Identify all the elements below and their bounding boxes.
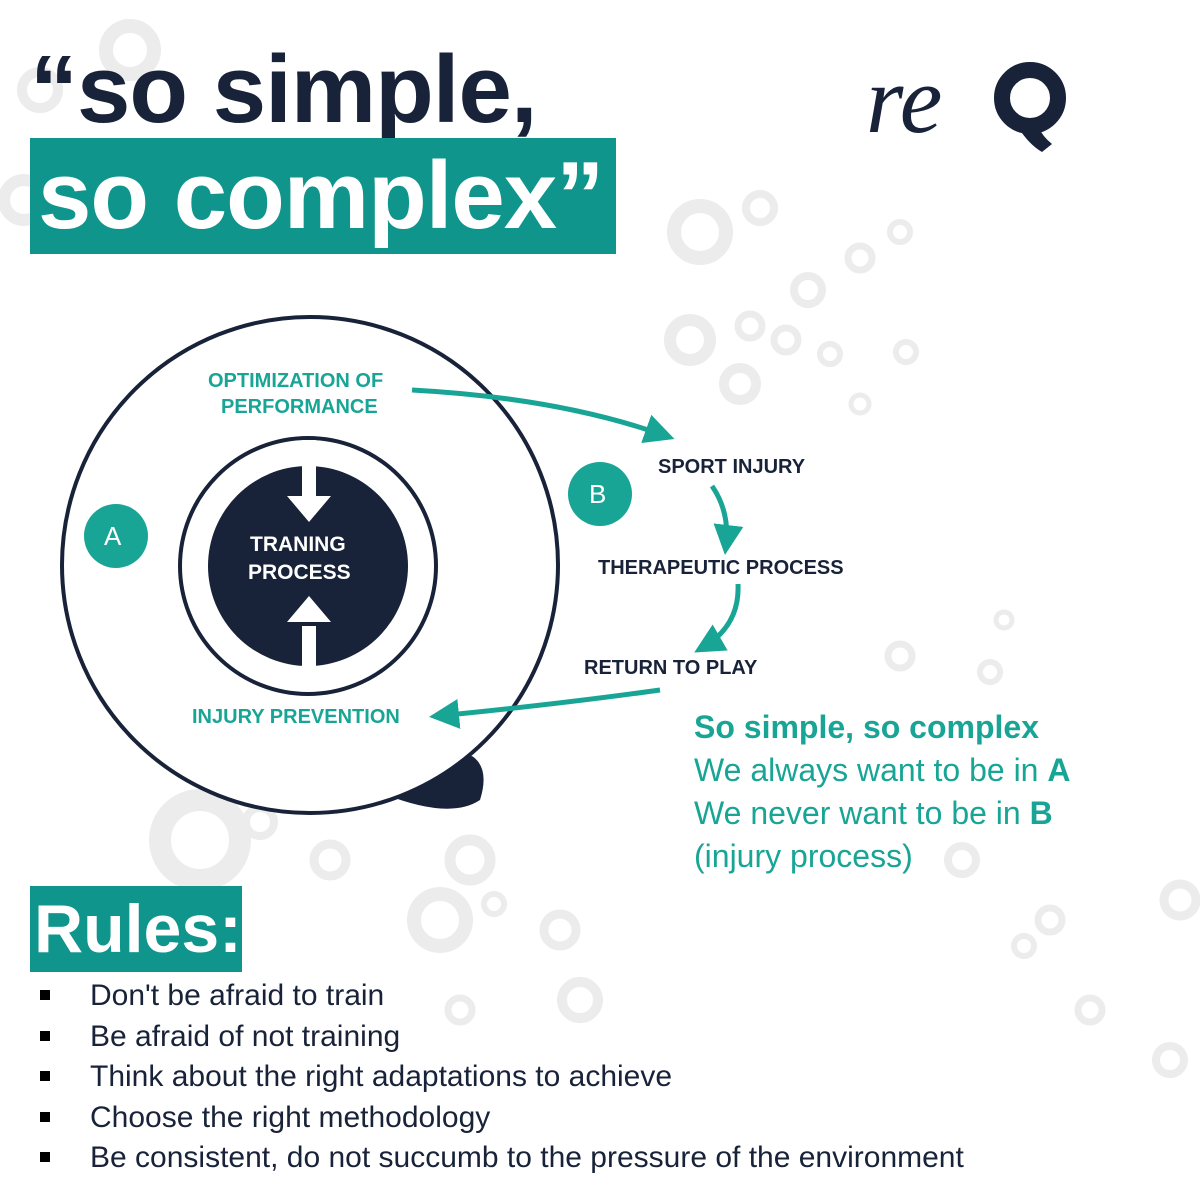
badge-b: B	[589, 479, 607, 509]
rules-list: Don't be afraid to train Be afraid of no…	[40, 976, 964, 1179]
caption-line-2-bold: A	[1047, 752, 1071, 788]
label-optimization-line1: OPTIMIZATION OF	[208, 370, 384, 392]
svg-text:re: re	[866, 48, 942, 153]
bullet-square-icon	[40, 1030, 50, 1041]
bullet-square-icon	[40, 1111, 50, 1122]
rule-text: Don't be afraid to train	[90, 979, 385, 1012]
arrow-to-prevention	[429, 687, 661, 729]
up-arrow-head	[287, 596, 331, 622]
caption-line-3-text: We never want to be in	[694, 795, 1030, 831]
arrow-to-return	[694, 583, 741, 653]
caption-line-2-text: We always want to be in	[694, 752, 1048, 788]
caption-line-2: We always want to be in A	[694, 749, 1070, 792]
bullet-square-icon	[40, 990, 50, 1000]
label-return-to-play: RETURN TO PLAY	[584, 657, 758, 679]
navy-swoosh	[384, 756, 484, 809]
label-injury-prevention: INJURY PREVENTION	[192, 706, 400, 728]
list-item: Think about the right adaptations to ach…	[40, 1057, 964, 1098]
rules-title: Rules:	[30, 886, 242, 972]
badge-b-circle	[568, 462, 632, 526]
caption-line-3-bold: B	[1029, 795, 1053, 831]
caption-heading: So simple, so complex	[694, 709, 1039, 745]
badge-a-circle	[84, 504, 148, 568]
list-item: Don't be afraid to train	[40, 976, 964, 1017]
bullet-square-icon	[40, 1152, 50, 1162]
process-diagram: OPTIMIZATION OF PERFORMANCE TRANING PROC…	[0, 300, 1200, 860]
label-center-line2: PROCESS	[248, 561, 351, 584]
list-item: Be afraid of not training	[40, 1017, 964, 1058]
req-logo: re	[866, 48, 1066, 153]
caption-line-3: We never want to be in B	[694, 792, 1070, 835]
label-optimization-line2: PERFORMANCE	[221, 396, 378, 418]
list-item: Choose the right methodology	[40, 1098, 964, 1139]
down-arrow-stem	[302, 440, 316, 502]
label-center-line1: TRANING	[250, 533, 346, 556]
rule-text: Think about the right adaptations to ach…	[90, 1060, 673, 1093]
label-therapeutic-process: THERAPEUTIC PROCESS	[598, 557, 844, 579]
up-arrow-stem	[302, 626, 316, 684]
diagram-graphics	[60, 315, 744, 815]
list-item: Be consistent, do not succumb to the pre…	[40, 1138, 964, 1179]
title-line-1: “so simple,	[30, 36, 537, 143]
caption-line-4: (injury process)	[694, 838, 913, 874]
bullet-square-icon	[40, 1071, 50, 1081]
arrow-to-therapeutic	[709, 484, 744, 555]
badge-a: A	[104, 521, 122, 551]
inner-disc	[208, 466, 408, 666]
rule-text: Choose the right methodology	[90, 1100, 491, 1134]
rule-text: Be consistent, do not succumb to the pre…	[90, 1141, 964, 1174]
caption-block: So simple, so complex We always want to …	[694, 706, 1070, 878]
rule-text: Be afraid of not training	[90, 1019, 401, 1053]
title-line-2: so complex”	[30, 138, 616, 254]
down-arrow-head	[287, 496, 331, 522]
label-sport-injury: SPORT INJURY	[658, 456, 806, 478]
arrow-to-sport-injury	[411, 387, 675, 444]
